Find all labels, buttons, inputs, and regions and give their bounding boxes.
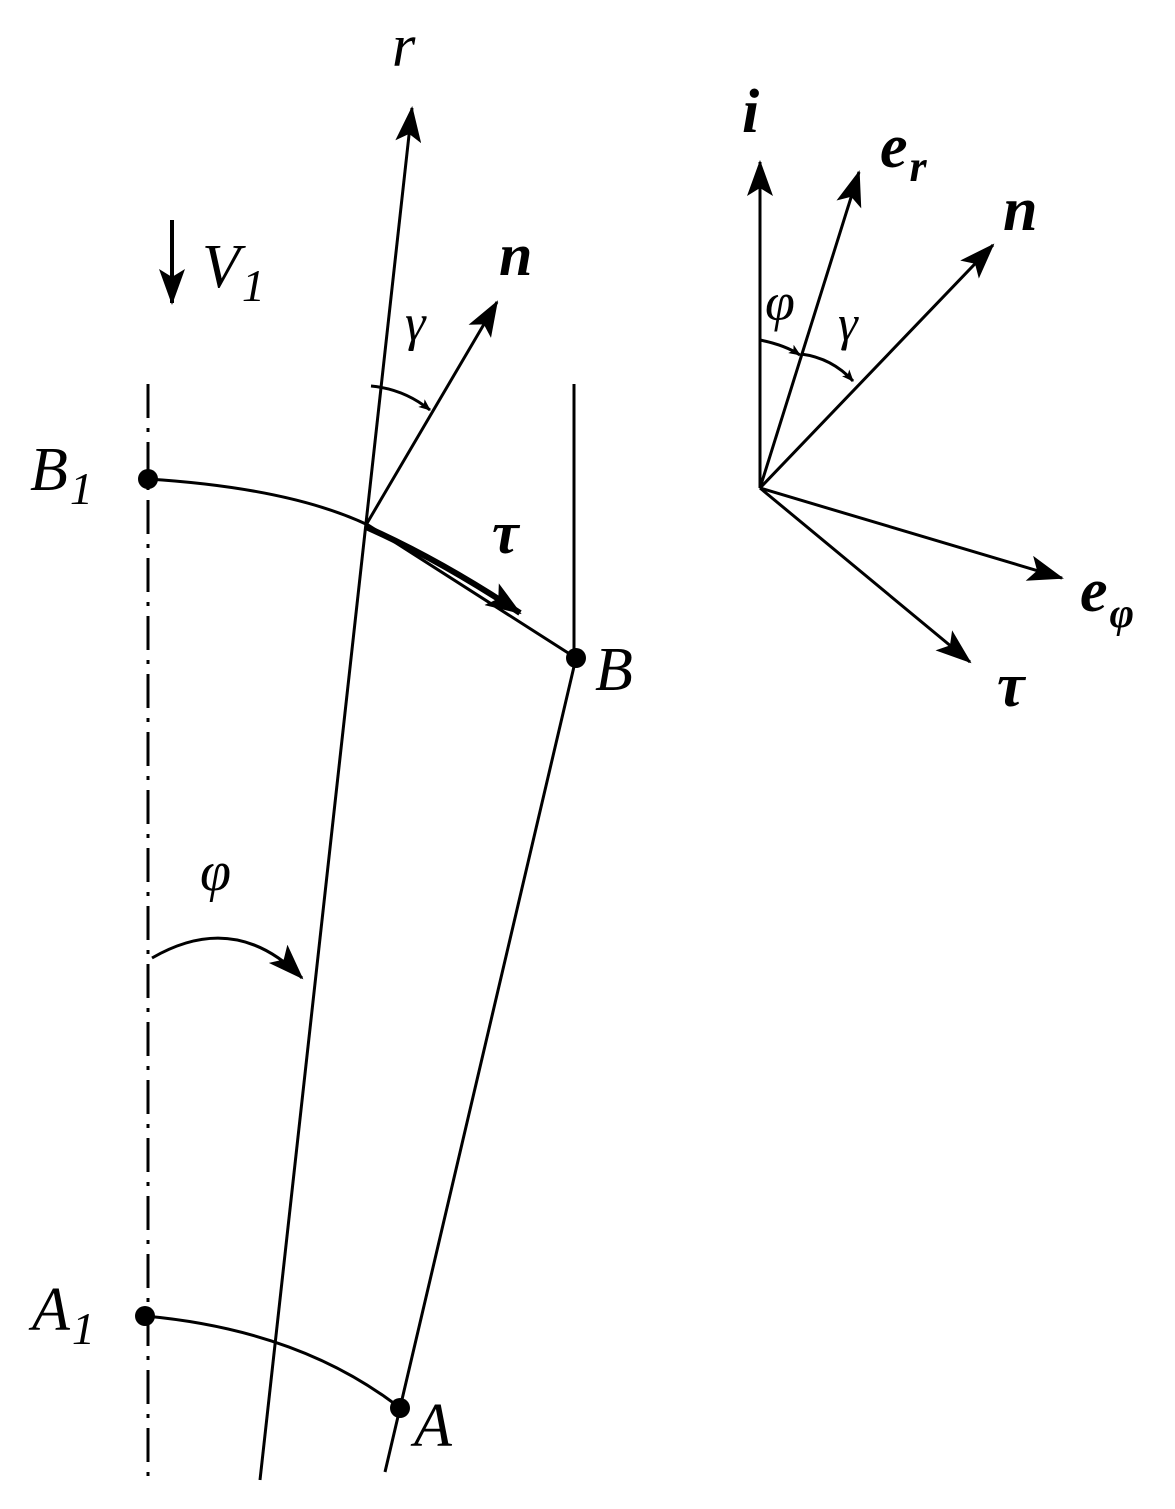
label-a1: A1 [28, 1276, 95, 1354]
label-a: A [410, 1392, 453, 1460]
arc-b1-b [147, 477, 577, 660]
label-tau-right: τ [997, 652, 1027, 720]
point-b [566, 648, 586, 668]
phi-arc-left [151, 936, 304, 980]
normal-vector-n-left [364, 300, 499, 526]
label-gamma-right: γ [838, 295, 859, 351]
point-a1 [135, 1306, 155, 1326]
label-i: i [742, 78, 759, 146]
phi-arc-right [759, 338, 801, 357]
r-axis-arrow [258, 106, 422, 1481]
label-n-right: n [1003, 176, 1037, 244]
label-n-left: n [499, 222, 532, 288]
label-b1: B1 [30, 436, 93, 514]
label-ephi: eφ [1080, 557, 1134, 637]
vector-ephi [759, 486, 1064, 581]
label-phi-right: φ [765, 272, 795, 332]
point-a [390, 1398, 410, 1418]
label-gamma-left: γ [405, 295, 427, 352]
gamma-arc-right [800, 352, 855, 383]
vector-tau-right [759, 486, 972, 664]
tangent-vector-tau [364, 524, 522, 616]
vector-n-right [758, 243, 995, 490]
label-er: er [880, 113, 928, 191]
blade-line-ab [383, 657, 578, 1473]
label-v1: V1 [202, 233, 265, 311]
arc-a1-a [144, 1314, 401, 1410]
point-b1 [138, 469, 158, 489]
label-tau-left: τ [492, 500, 521, 566]
label-r: r [392, 13, 416, 79]
gamma-arc-left [370, 384, 431, 412]
label-b: B [595, 636, 633, 704]
vector-er [758, 170, 862, 489]
label-phi-left: φ [200, 841, 231, 903]
